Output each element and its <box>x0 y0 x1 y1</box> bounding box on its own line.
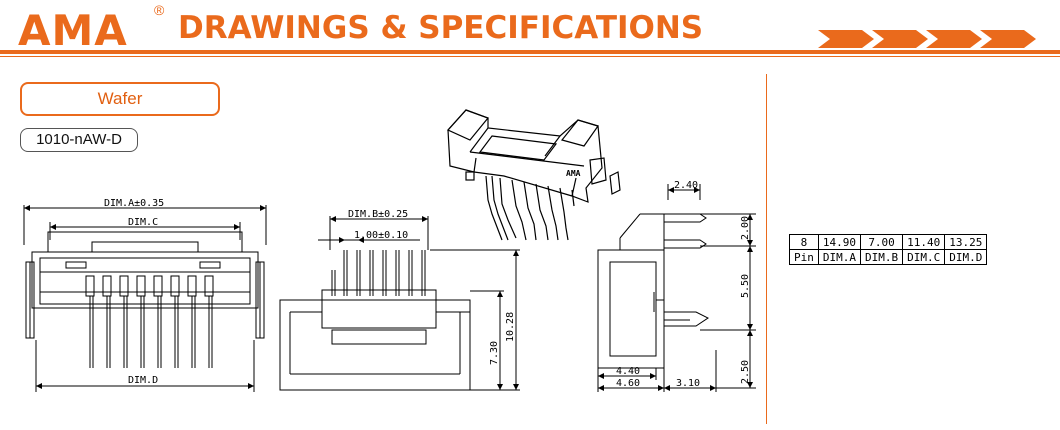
table-cell: 14.90 <box>817 234 862 250</box>
dim-c-label: DIM.C <box>128 217 158 228</box>
side-view: DIM.B±0.25 1.00±0.10 7.30 10.28 <box>279 209 520 391</box>
chevron-arrows-icon <box>818 30 1036 48</box>
brand-logo: AMA <box>18 6 128 55</box>
dim-4-40-label: 4.40 <box>616 366 640 377</box>
page-title: DRAWINGS & SPECIFICATIONS <box>178 10 704 46</box>
table-cell: Pin <box>789 249 819 265</box>
part-number-label: 1010-nAW-D <box>20 128 138 152</box>
spec-table: 8 14.90 7.00 11.40 13.25 Pin DIM.A DIM.B… <box>789 234 988 265</box>
header-rule-thin <box>0 56 1060 57</box>
front-view: DIM.A±0.35 DIM.C <box>23 198 267 392</box>
table-row: 8 14.90 7.00 11.40 13.25 <box>789 234 988 250</box>
height-10-28-label: 10.28 <box>505 312 516 342</box>
category-label: Wafer <box>20 82 220 116</box>
dim-2-40-label: 2.40 <box>674 180 698 191</box>
technical-drawing: DIM.A±0.35 DIM.C <box>23 109 756 392</box>
dim-5-50-label: 5.50 <box>740 274 751 298</box>
dim-d-label: DIM.D <box>128 375 158 386</box>
table-row: Pin DIM.A DIM.B DIM.C DIM.D <box>789 249 988 265</box>
table-cell: DIM.D <box>944 249 988 265</box>
table-cell: DIM.C <box>902 249 946 265</box>
dim-a-label: DIM.A±0.35 <box>104 198 164 209</box>
section-divider <box>766 74 767 424</box>
dim-2-50-label: 2.50 <box>740 360 751 384</box>
right-view: 2.40 2.00 5.50 2.50 4.40 <box>597 180 756 392</box>
registered-mark: ® <box>154 2 165 18</box>
table-cell: DIM.B <box>859 249 904 265</box>
table-cell: 8 <box>789 234 819 250</box>
pitch-label: 1.00±0.10 <box>354 230 408 241</box>
table-cell: DIM.A <box>817 249 862 265</box>
header-rule <box>0 50 1060 54</box>
isometric-view: AMA <box>447 109 621 241</box>
dim-2-00-label: 2.00 <box>740 216 751 240</box>
height-7-30-label: 7.30 <box>489 341 500 365</box>
dim-4-60-label: 4.60 <box>616 378 640 389</box>
table-cell: 13.25 <box>944 234 988 250</box>
dim-b-label: DIM.B±0.25 <box>348 209 408 220</box>
table-cell: 7.00 <box>859 234 904 250</box>
header: AMA ® DRAWINGS & SPECIFICATIONS <box>0 0 1060 60</box>
iso-brand-mark: AMA <box>566 169 581 178</box>
dim-3-10-label: 3.10 <box>676 378 700 389</box>
table-cell: 11.40 <box>902 234 946 250</box>
